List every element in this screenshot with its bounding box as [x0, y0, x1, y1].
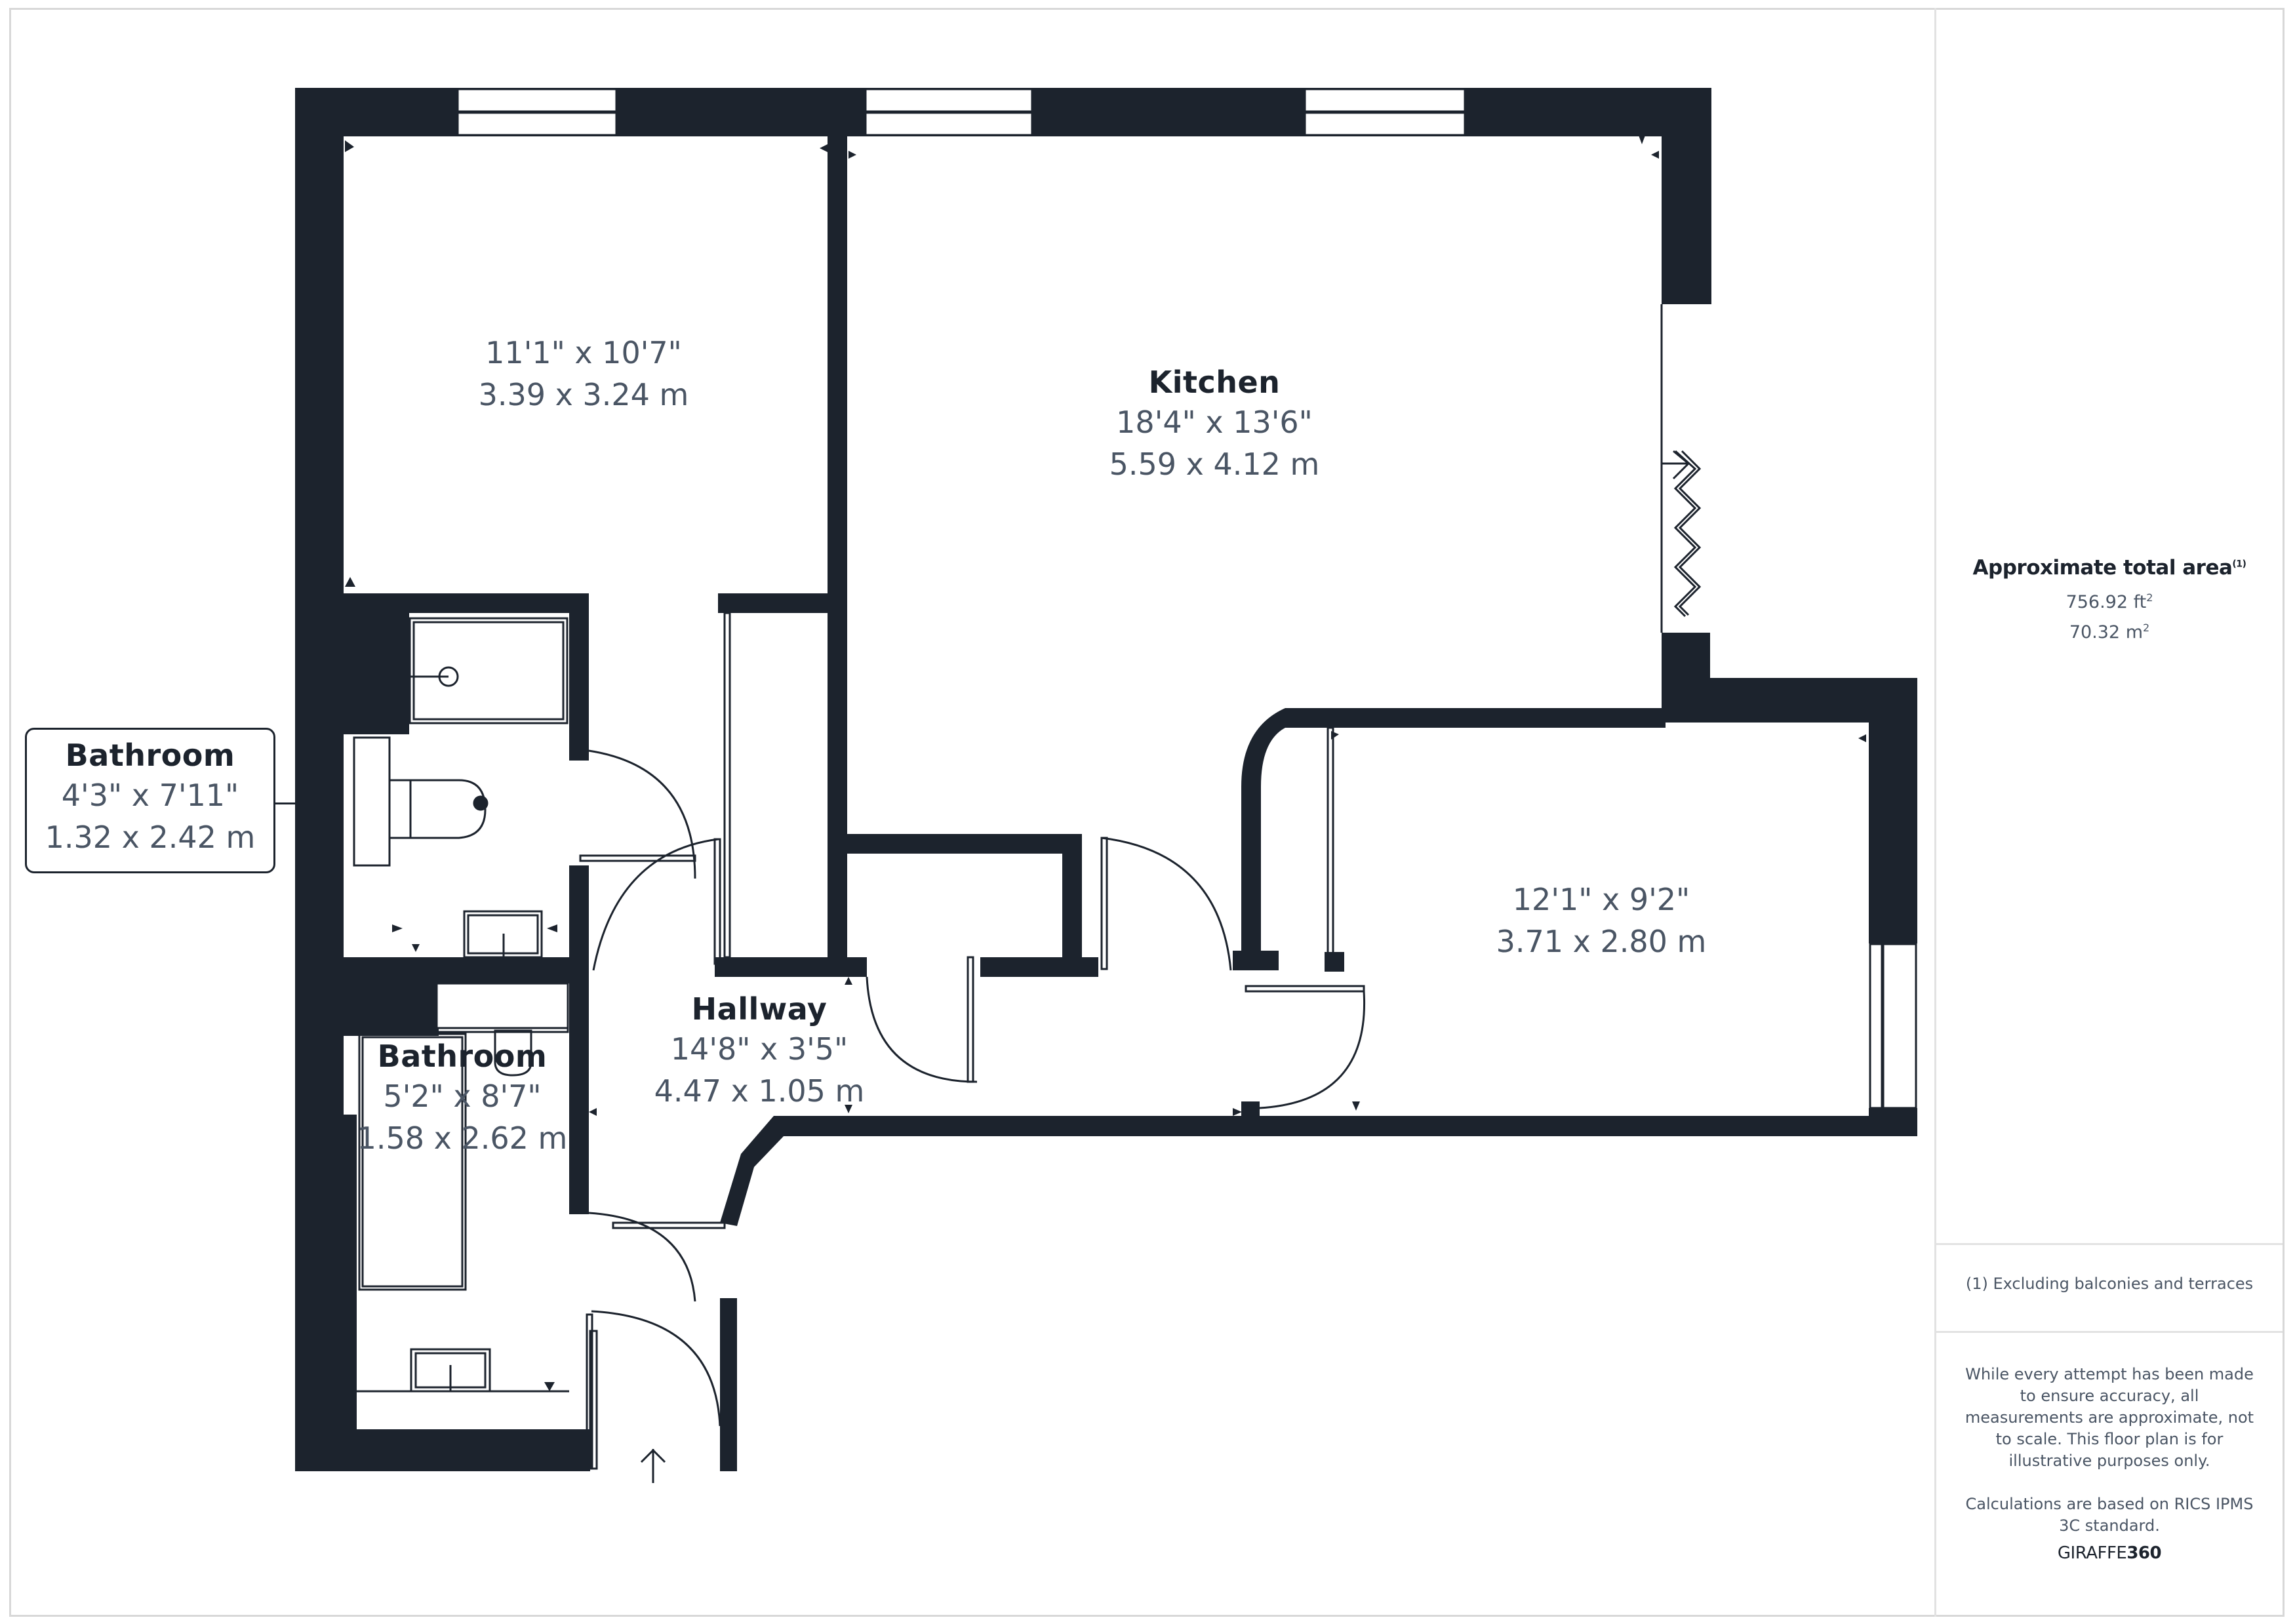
disclaimer-block: While every attempt has been made to ens…: [1961, 1364, 2258, 1558]
sidebar-separator-2: [1936, 1331, 2283, 1333]
sink-icon: [410, 1348, 491, 1393]
room-dimensions-imperial: 5'2" x 8'7": [383, 1079, 542, 1114]
room-bedroom-2: 12'1" x 9'2" 3.71 x 2.80 m: [1496, 879, 1707, 962]
calculation-note: Calculations are based on RICS IPMS 3C s…: [1965, 1495, 2254, 1535]
room-dimensions-imperial: 4'3" x 7'11": [61, 778, 239, 813]
toilet-icon: [353, 736, 489, 867]
sidebar-separator-1: [1936, 1243, 2283, 1245]
area-title-text: Approximate total area: [1972, 556, 2233, 580]
swing-door-icon: [579, 749, 1366, 1470]
toilet-icon: [494, 1029, 532, 1077]
area-metric: 70.32 m2: [1936, 622, 2283, 643]
room-dimensions-imperial: 14'8" x 3'5": [670, 1031, 848, 1067]
sink-icon: [463, 910, 543, 959]
wardrobe-panel: [1327, 726, 1334, 955]
room-name: Kitchen: [1148, 365, 1281, 400]
room-dimensions-imperial: 18'4" x 13'6": [1116, 405, 1313, 440]
area-metric-value: 70.32 m: [2069, 622, 2143, 643]
area-title: Approximate total area(1): [1936, 556, 2283, 580]
room-name: Bathroom: [377, 1039, 548, 1074]
total-area-block: Approximate total area(1) 756.92 ft2 70.…: [1936, 556, 2283, 643]
room-dimensions-imperial: 12'1" x 9'2": [1512, 882, 1690, 917]
brand-bold: 360: [2126, 1543, 2162, 1563]
room-hallway: Hallway 14'8" x 3'5" 4.47 x 1.05 m: [654, 990, 865, 1112]
walls: [295, 88, 1917, 1471]
sidebar-divider: [1934, 8, 1936, 1617]
area-footnote-marker: (1): [2232, 559, 2246, 570]
room-kitchen: Kitchen 18'4" x 13'6" 5.59 x 4.12 m: [1109, 363, 1320, 485]
room-name: Bathroom: [65, 738, 235, 773]
page-frame: [9, 8, 2285, 1617]
shower-icon: [409, 617, 569, 724]
area-imperial-value: 756.92 ft: [2066, 592, 2147, 612]
area-imperial: 756.92 ft2: [1936, 591, 2283, 612]
room-name: Hallway: [691, 991, 828, 1027]
bathtub-icon: [358, 1033, 467, 1291]
dimension-arrow-icon: [345, 134, 1866, 1391]
room-bathroom-1-callout: Bathroom 4'3" x 7'11" 1.32 x 2.42 m: [25, 728, 275, 873]
room-dimensions-imperial: 11'1" x 10'7": [485, 335, 682, 370]
bifold-door-icon: [1662, 450, 1702, 618]
room-dimensions-metric: 1.58 x 2.62 m: [357, 1120, 568, 1156]
room-dimensions-metric: 3.39 x 3.24 m: [478, 377, 689, 412]
room-bathroom-2: Bathroom 5'2" x 8'7" 1.58 x 2.62 m: [357, 1037, 568, 1159]
area-imperial-exponent: 2: [2146, 591, 2153, 604]
room-dimensions-metric: 1.32 x 2.42 m: [45, 820, 256, 855]
room-dimensions-metric: 4.47 x 1.05 m: [654, 1073, 865, 1109]
disclaimer-text: While every attempt has been made to ens…: [1965, 1365, 2254, 1470]
entrance-arrow-icon: [640, 1448, 666, 1483]
room-dimensions-metric: 5.59 x 4.12 m: [1109, 446, 1320, 482]
area-footnote: (1) Excluding balconies and terraces: [1965, 1275, 2254, 1293]
brand-light: GIRAFFE: [2057, 1543, 2127, 1563]
callout-leader-line: [275, 802, 295, 804]
area-metric-exponent: 2: [2143, 622, 2150, 634]
wardrobe-panel: [723, 612, 731, 959]
brand-logo: GIRAFFE360: [1936, 1543, 2283, 1563]
window-icon: [456, 88, 1917, 1109]
room-bedroom-1: 11'1" x 10'7" 3.39 x 3.24 m: [479, 332, 689, 416]
room-dimensions-metric: 3.71 x 2.80 m: [1496, 924, 1707, 959]
